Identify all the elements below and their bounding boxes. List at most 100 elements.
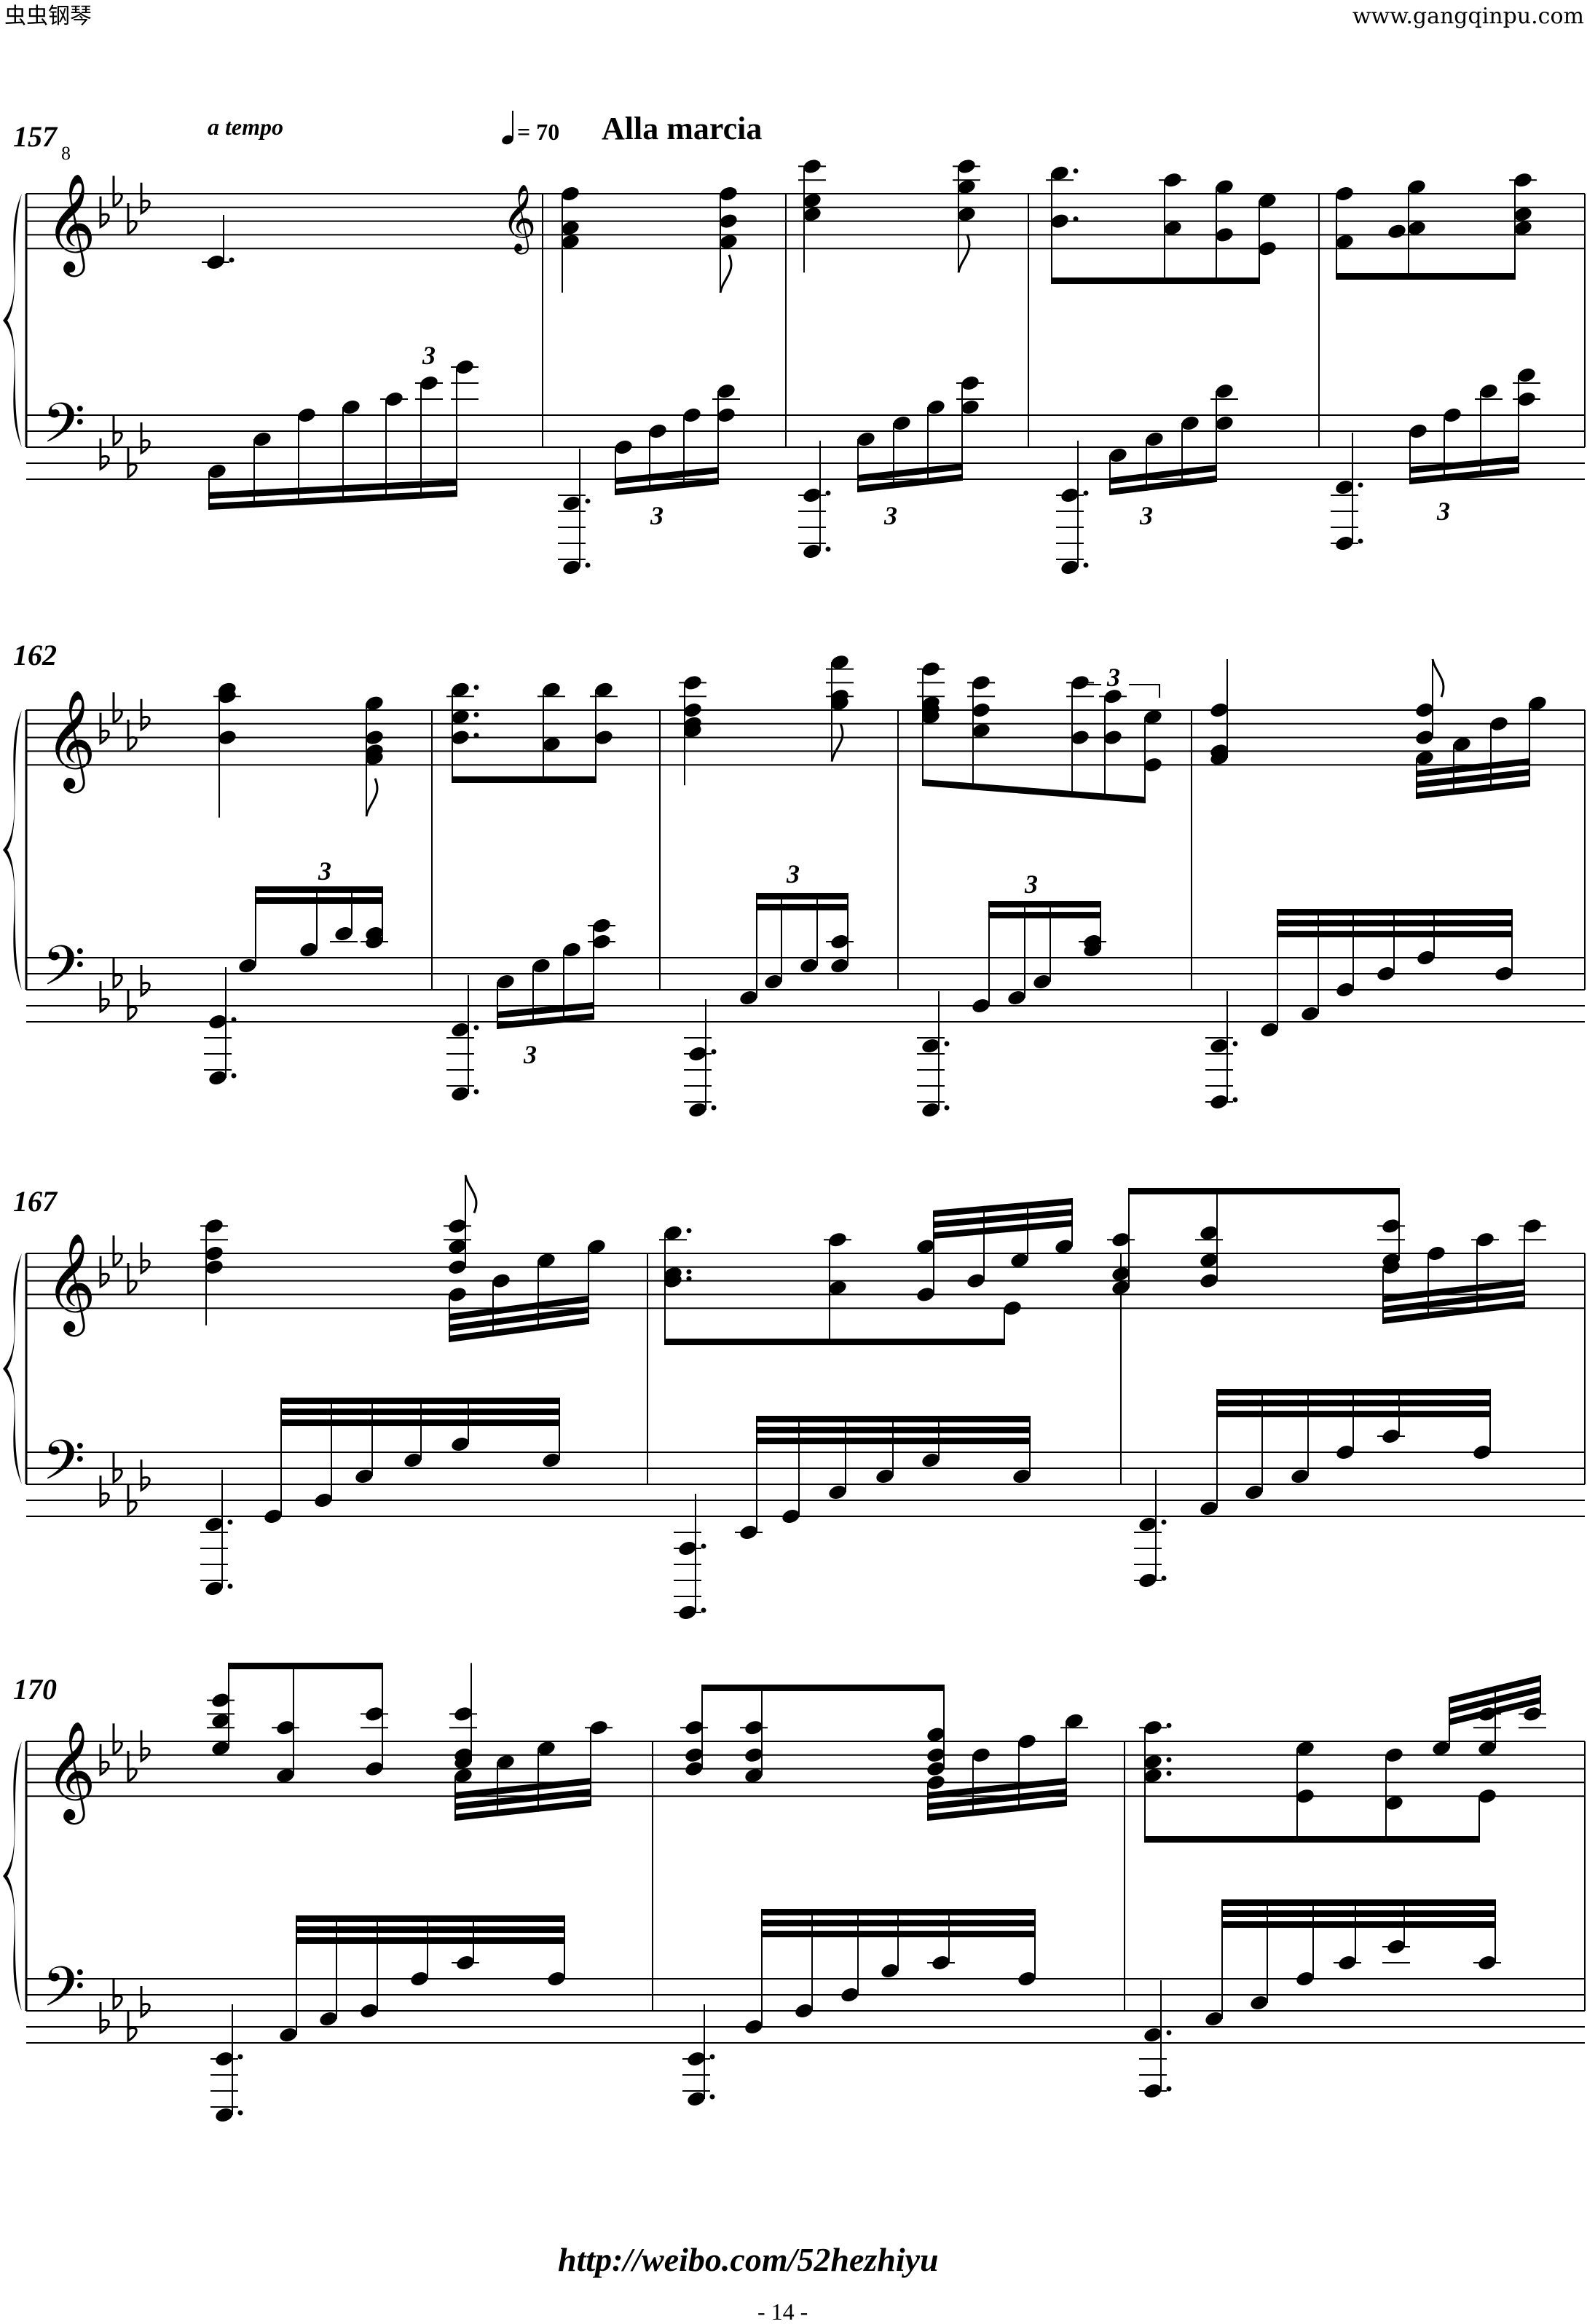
notehead xyxy=(532,959,550,972)
notehead xyxy=(1011,1253,1028,1267)
notehead xyxy=(298,409,315,422)
notehead xyxy=(972,999,990,1012)
notehead xyxy=(209,1071,227,1084)
augmentation-dot xyxy=(1166,1770,1172,1776)
notehead xyxy=(342,401,360,414)
beam xyxy=(1217,1389,1490,1395)
notehead xyxy=(212,1741,229,1755)
notehead xyxy=(537,1741,555,1755)
notehead xyxy=(366,751,383,765)
notehead xyxy=(1296,1741,1314,1755)
measure-number: 167 xyxy=(13,1185,57,1218)
notehead xyxy=(1291,1470,1309,1483)
augmentation-dot xyxy=(1232,1041,1238,1047)
flat-icon xyxy=(112,957,123,990)
notehead xyxy=(543,738,560,751)
notehead xyxy=(1112,1267,1130,1281)
footer-url[interactable]: http://weibo.com/52hezhiyu xyxy=(558,2241,939,2278)
notehead xyxy=(205,1247,223,1260)
notehead xyxy=(1008,991,1025,1004)
notehead xyxy=(1444,409,1461,422)
site-url[interactable]: www.gangqinpu.com xyxy=(1352,4,1584,29)
notehead xyxy=(1210,751,1228,765)
beam xyxy=(449,1307,588,1331)
flat-icon xyxy=(99,981,110,1014)
beam xyxy=(256,897,382,904)
beam xyxy=(449,1317,588,1342)
notehead xyxy=(857,433,875,446)
treble-clef-icon: 𝄞 xyxy=(502,184,536,254)
beam xyxy=(1277,931,1512,937)
notehead xyxy=(543,682,560,696)
beam xyxy=(989,912,1100,918)
notehead xyxy=(803,194,821,208)
bass-clef-icon: 𝄢 xyxy=(42,391,85,469)
notehead xyxy=(917,1288,934,1301)
measure-number: 170 xyxy=(13,1673,57,1706)
tuplet-label: 3 xyxy=(1025,870,1038,899)
notehead xyxy=(1514,208,1532,221)
notehead xyxy=(927,1762,945,1776)
beam xyxy=(1410,467,1519,484)
notehead xyxy=(831,655,848,669)
notehead xyxy=(927,401,945,414)
bass-clef-icon: 𝄢 xyxy=(42,934,85,1012)
notehead xyxy=(563,497,580,510)
notehead xyxy=(829,1281,846,1294)
augmentation-dot xyxy=(585,498,591,504)
augmentation-dot xyxy=(825,490,831,496)
augmentation-dot xyxy=(711,1105,717,1111)
flat-icon xyxy=(99,196,110,229)
notehead xyxy=(893,417,910,430)
notehead xyxy=(717,409,735,422)
notehead xyxy=(1181,417,1199,430)
beam xyxy=(1129,1188,1399,1194)
notehead xyxy=(209,1015,227,1028)
notehead xyxy=(1259,242,1276,256)
beam xyxy=(757,904,848,910)
beam xyxy=(296,1926,564,1933)
beam xyxy=(209,490,457,510)
notehead xyxy=(664,1226,682,1240)
notehead xyxy=(1139,1518,1157,1531)
augmentation-dot xyxy=(237,2110,243,2116)
ottava-mark: 8 xyxy=(61,143,71,164)
notehead xyxy=(537,1253,555,1267)
tuplet-label: 3 xyxy=(1140,501,1153,530)
augmentation-dot xyxy=(473,1025,479,1031)
beam xyxy=(858,474,962,492)
flag xyxy=(830,723,844,762)
augmentation-dot xyxy=(686,1228,692,1234)
notehead xyxy=(1200,1274,1218,1288)
notehead xyxy=(740,991,757,1004)
notehead xyxy=(720,214,737,228)
augmentation-dot xyxy=(709,2054,715,2060)
beam xyxy=(615,478,718,495)
notehead xyxy=(1245,1486,1263,1499)
notehead xyxy=(1408,221,1425,235)
beam xyxy=(928,1800,1066,1821)
flat-icon xyxy=(127,989,138,1022)
augmentation-dot xyxy=(1073,168,1079,174)
bass-clef-icon: 𝄢 xyxy=(42,1428,85,1506)
notehead xyxy=(1200,1502,1218,1515)
flat-icon xyxy=(127,2010,138,2043)
augmentation-dot xyxy=(237,2054,243,2060)
notehead xyxy=(829,1486,846,1499)
beam xyxy=(209,479,457,499)
augmentation-dot xyxy=(473,712,479,717)
notehead xyxy=(1385,1796,1403,1810)
flat-icon xyxy=(127,1751,138,1784)
notehead xyxy=(212,1714,229,1728)
notehead xyxy=(1296,1789,1314,1803)
notehead xyxy=(800,959,818,972)
flat-icon xyxy=(112,1978,123,2011)
notehead xyxy=(717,385,735,398)
notehead xyxy=(649,425,666,438)
augmentation-dot xyxy=(686,1269,692,1275)
beam xyxy=(1383,1279,1524,1302)
beam xyxy=(1449,1686,1540,1714)
beam xyxy=(757,1416,1030,1422)
notehead xyxy=(205,1260,223,1274)
